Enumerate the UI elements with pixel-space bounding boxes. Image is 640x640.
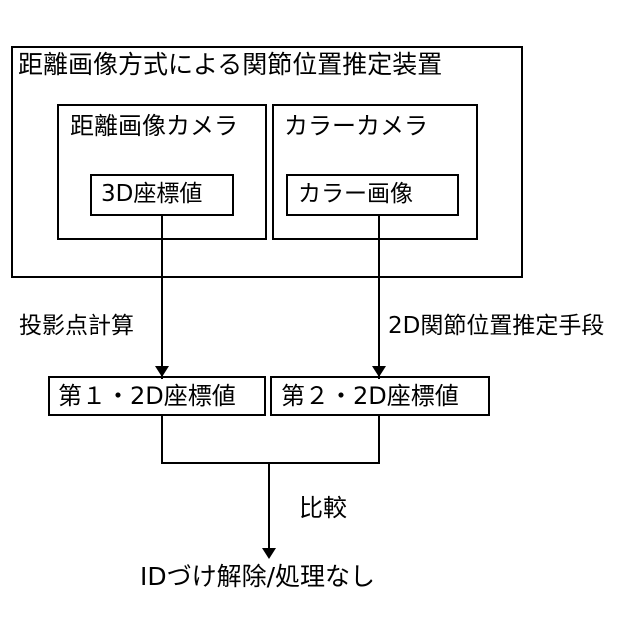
edge-projection-line xyxy=(161,214,163,379)
edge-compare-arrowhead xyxy=(262,548,276,559)
color-image-label: カラー画像 xyxy=(298,181,413,207)
coord-2d-1-label: 第１・2D座標値 xyxy=(58,382,236,410)
outer-device-title: 距離画像方式による関節位置推定装置 xyxy=(18,50,443,79)
edge-joint-estimation-label: 2D関節位置推定手段 xyxy=(388,313,605,339)
edge-compare-label: 比較 xyxy=(299,494,347,522)
edge-compare-line xyxy=(268,462,270,554)
coord-2d-2-box xyxy=(270,376,490,416)
color-camera-title: カラーカメラ xyxy=(284,112,428,140)
junction-left-line xyxy=(161,414,163,464)
edge-projection-label: 投影点計算 xyxy=(19,313,134,339)
color-image-box xyxy=(286,174,459,216)
edge-projection-arrowhead xyxy=(155,366,169,377)
depth-camera-title: 距離画像カメラ xyxy=(70,112,238,140)
coord-2d-1-box xyxy=(48,376,266,416)
junction-horizontal-line xyxy=(161,462,380,464)
coord-2d-2-label: 第２・2D座標値 xyxy=(281,382,459,410)
outer-device-box xyxy=(11,46,523,278)
coord-3d-label: 3D座標値 xyxy=(101,181,203,207)
edge-joint-estimation-arrowhead xyxy=(372,366,386,377)
junction-right-line xyxy=(378,414,380,464)
color-camera-box xyxy=(272,104,478,240)
output-label: IDづけ解除/処理なし xyxy=(140,562,376,591)
edge-joint-estimation-line xyxy=(378,214,380,379)
